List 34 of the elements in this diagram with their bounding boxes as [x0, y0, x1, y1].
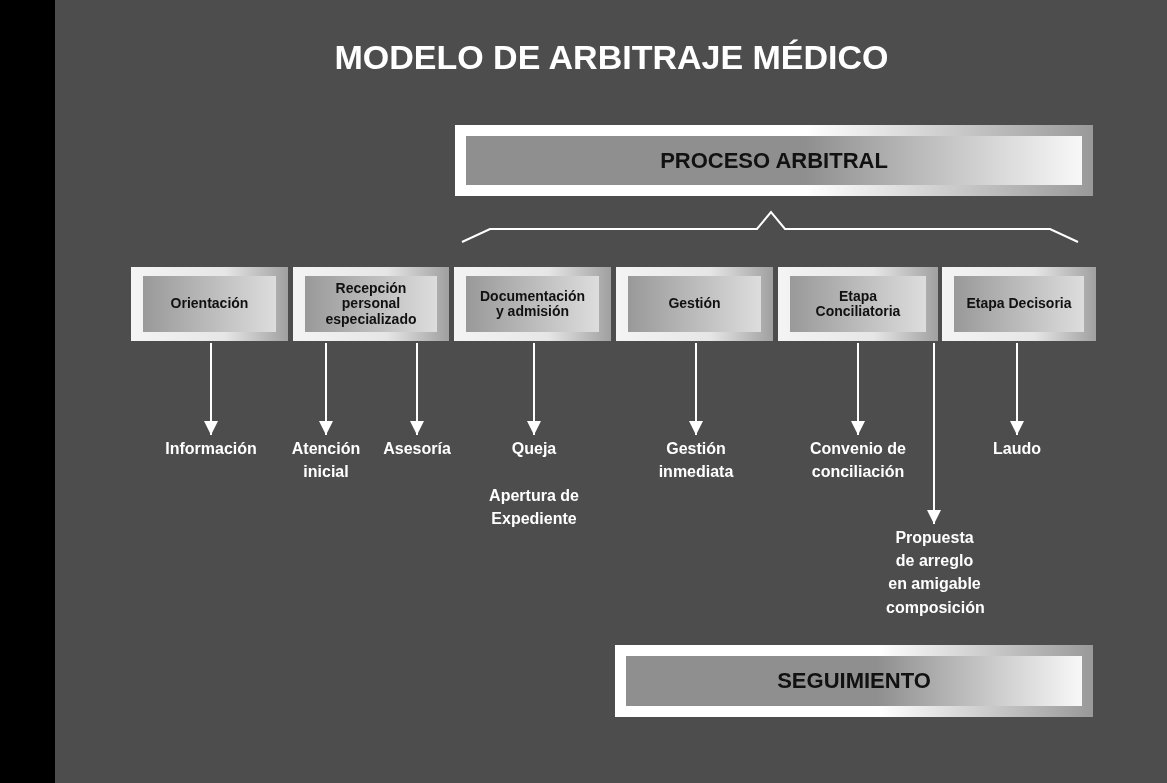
arrow — [410, 342, 424, 436]
box-label: Orientación — [170, 296, 249, 312]
box-label: Gestión — [668, 296, 721, 312]
result-text: Queja — [494, 437, 574, 461]
result-text: Propuesta de arreglo en amigable composición — [886, 526, 983, 620]
result-text: Atención inicial — [281, 437, 371, 485]
stage-box — [616, 267, 773, 341]
result-text: Convenio de conciliación — [793, 437, 923, 485]
arrow — [927, 342, 941, 525]
stage-box — [778, 267, 938, 341]
box-label: Etapa Conciliatoria — [814, 288, 902, 320]
arrow — [527, 342, 541, 436]
box-label: Documentación y admisión — [479, 288, 586, 320]
stage-box — [454, 267, 611, 341]
box-label: PROCESO ARBITRAL — [660, 147, 888, 174]
stage-box — [293, 267, 449, 341]
box-label: Etapa Decisoria — [966, 296, 1072, 312]
arrow — [851, 342, 865, 436]
note-text: Apertura de Expediente — [488, 486, 580, 530]
diagram-title: MODELO DE ARBITRAJE MÉDICO — [333, 38, 890, 77]
arrow — [319, 342, 333, 436]
stage-box — [131, 267, 288, 341]
arrow — [1010, 342, 1024, 436]
box-label: SEGUIMIENTO — [777, 668, 931, 694]
result-text: Gestión inmediata — [636, 437, 756, 485]
section-banner — [615, 645, 1093, 717]
result-text: Asesoría — [372, 437, 462, 461]
result-text: Información — [151, 437, 271, 461]
section-banner — [455, 125, 1093, 196]
box-label: Recepción personal especializado — [324, 280, 418, 328]
result-text: Laudo — [977, 437, 1057, 461]
arrow — [204, 342, 218, 436]
arrow — [689, 342, 703, 436]
stage-box — [942, 267, 1096, 341]
